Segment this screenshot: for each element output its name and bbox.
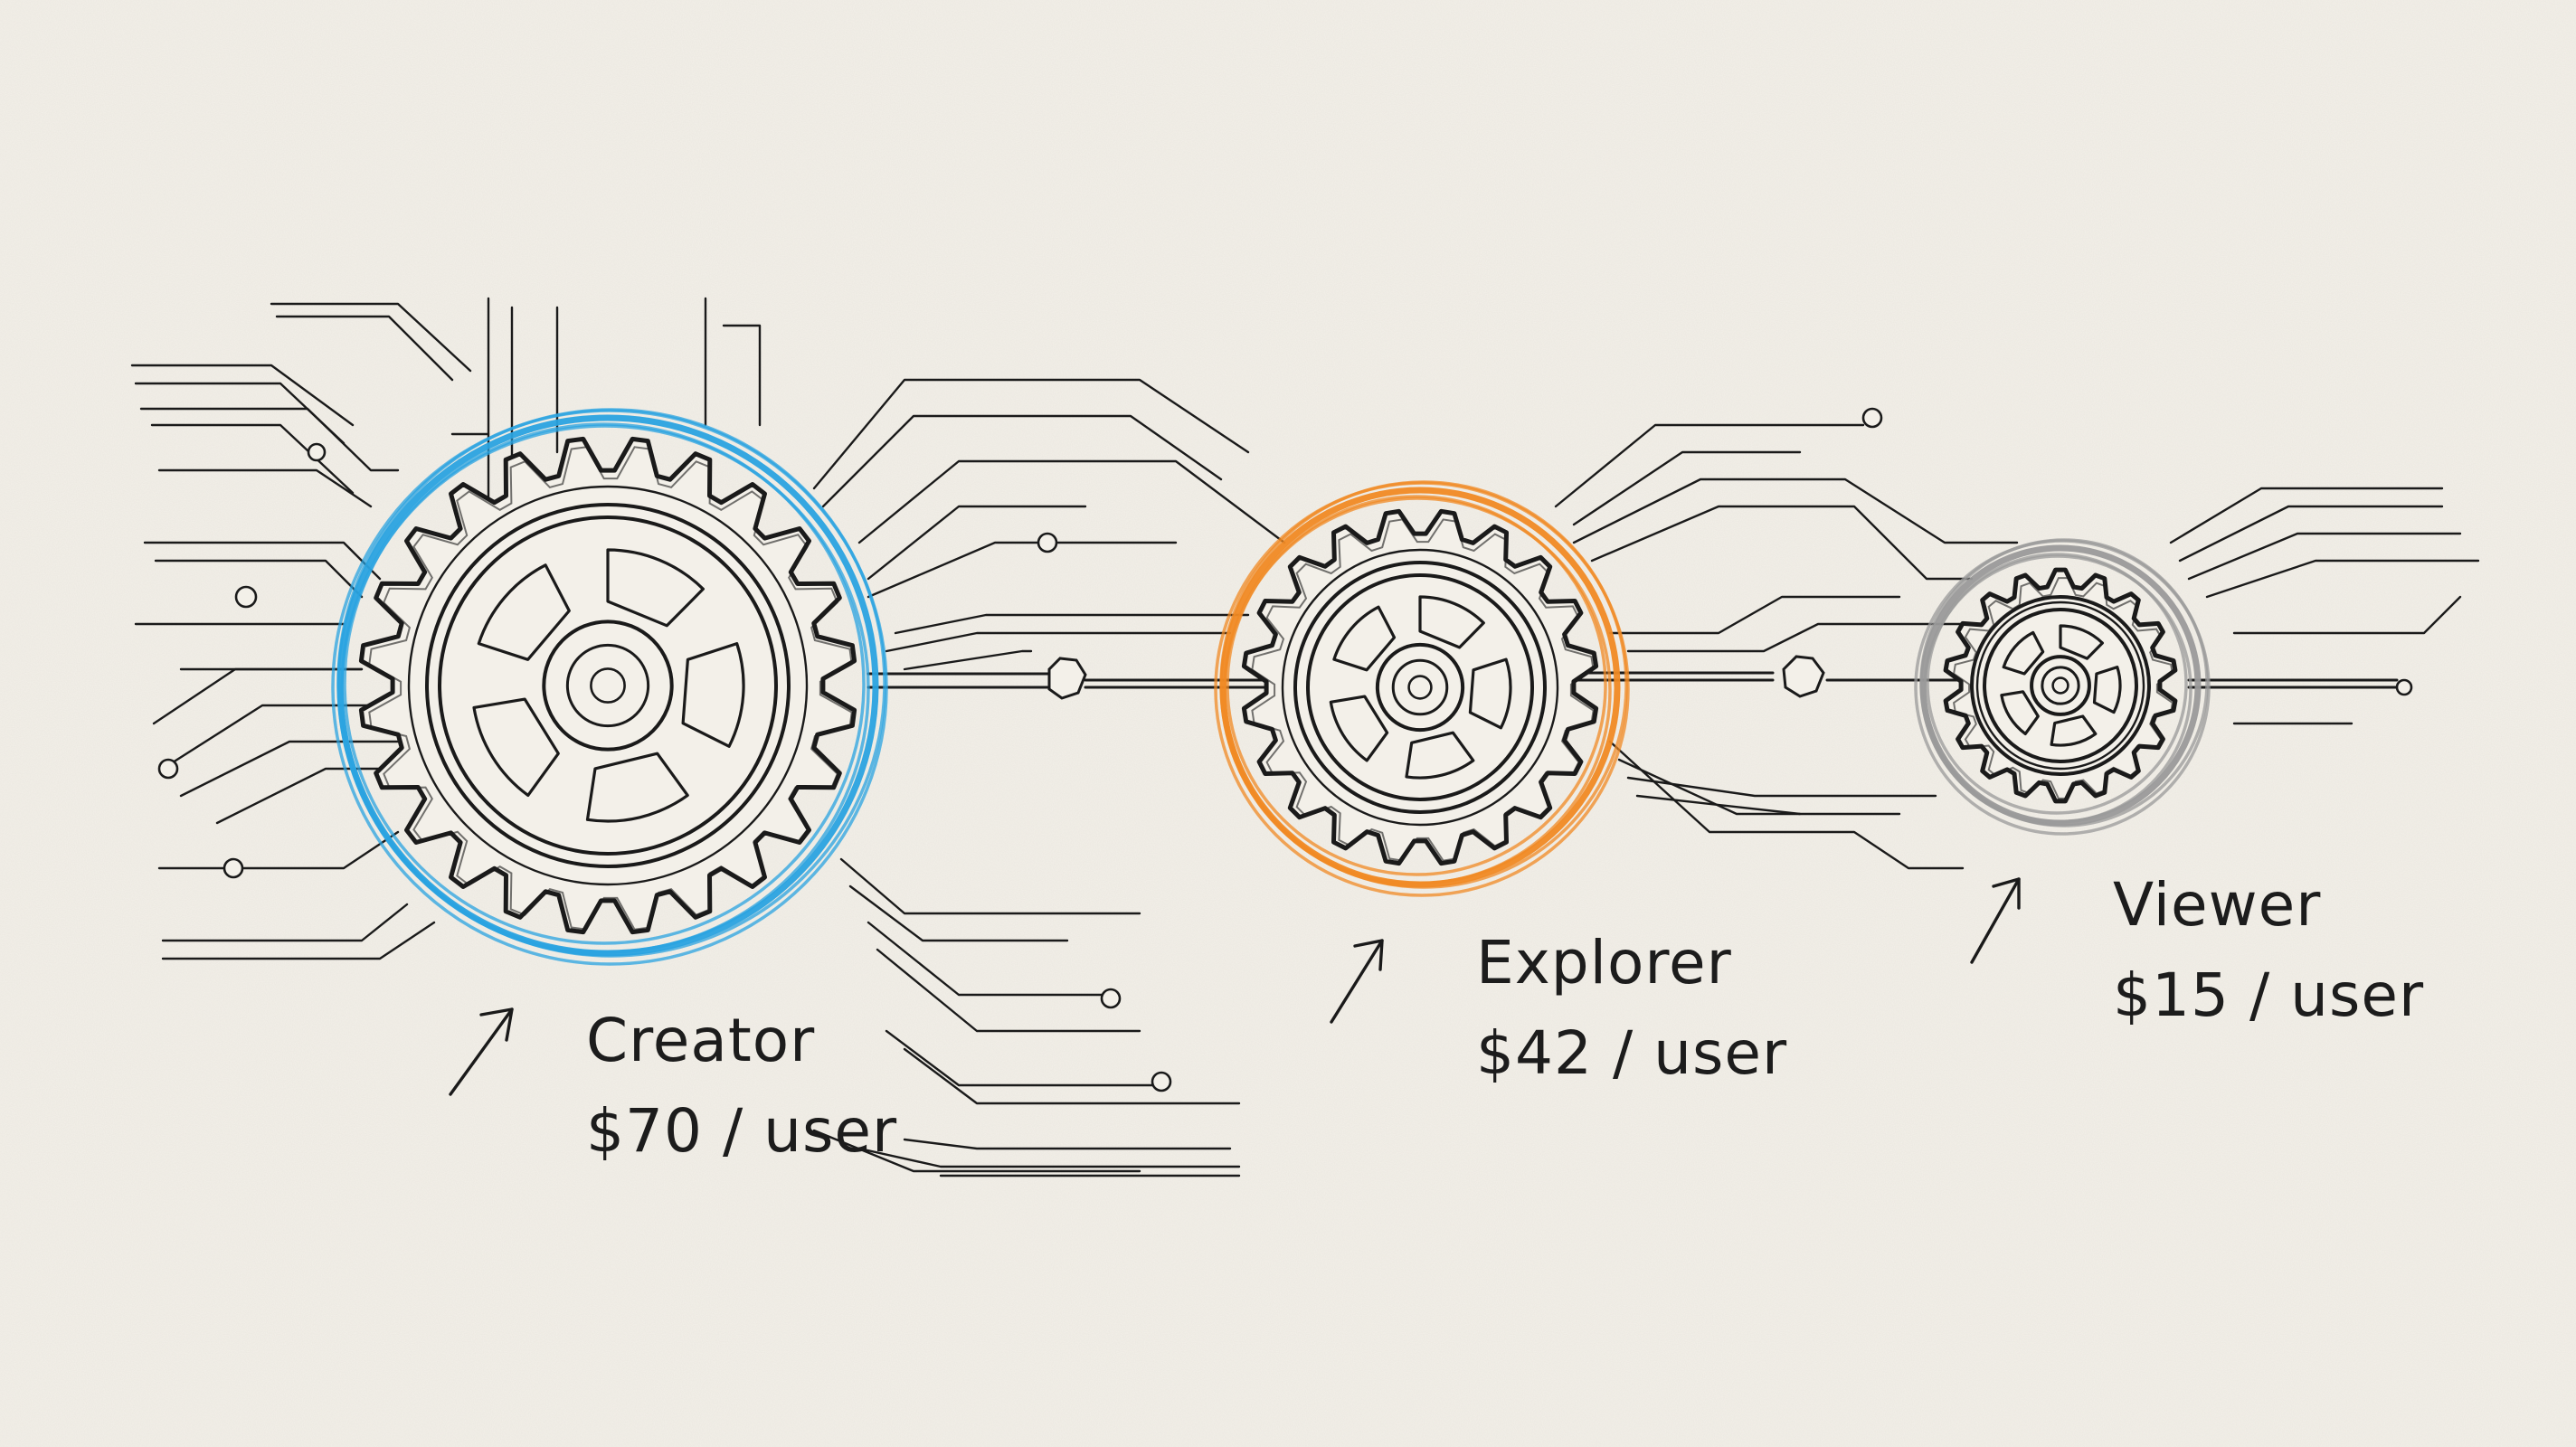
arrow-explorer-icon [1330, 939, 1384, 1024]
gear-window [2050, 714, 2098, 747]
tier-name: Creator [586, 1006, 816, 1075]
tier-name: Viewer [2113, 870, 2322, 940]
tier-price: $42 / user [1476, 1018, 1788, 1088]
junction-node [1782, 655, 1825, 698]
terminal-dot [223, 857, 244, 879]
gear-window [1332, 605, 1397, 672]
tier-name: Explorer [1476, 928, 1732, 998]
gear-window [1468, 657, 1512, 730]
terminal-dot [1100, 988, 1122, 1009]
tier-ring [1214, 480, 1630, 897]
pointer-arrows [449, 877, 2021, 1096]
tier-price: $70 / user [586, 1096, 898, 1166]
terminal-dot [1151, 1071, 1172, 1092]
medium-gear-icon [1214, 480, 1630, 897]
junction-node [1047, 657, 1087, 700]
gear-window [2092, 666, 2122, 714]
tier-ring [1914, 538, 2211, 836]
arrow-viewer-icon [1970, 877, 2021, 964]
tier-label-viewer: Viewer $15 / user [2113, 875, 2424, 1026]
arrow-creator-icon [449, 1007, 514, 1096]
gear-hub [542, 619, 674, 752]
gear-hub [1375, 642, 1465, 733]
tier-ring [331, 408, 888, 966]
gear-window [477, 563, 571, 661]
gear-window [472, 697, 560, 797]
gear-teeth-shadow [1953, 577, 2174, 799]
gear-group [331, 408, 2211, 966]
gear-window [2002, 630, 2045, 676]
trace-terminals [157, 407, 2413, 1092]
gear-hub [2030, 655, 2091, 716]
gear-window [2000, 690, 2040, 735]
small-gear-icon [1914, 538, 2211, 836]
gear-window [1405, 731, 1475, 780]
gear-window [585, 752, 689, 823]
gear-window [606, 548, 705, 628]
tier-label-explorer: Explorer $42 / user [1476, 933, 1787, 1083]
gear-window [2059, 624, 2104, 660]
tier-label-creator: Creator $70 / user [586, 1011, 897, 1161]
gear-window [1418, 595, 1485, 649]
terminal-dot [234, 585, 258, 609]
gear-window [681, 642, 745, 748]
gear-teeth-shadow [1251, 518, 1595, 862]
terminal-dot [307, 442, 327, 462]
terminal-dot [1861, 407, 1883, 429]
tier-price: $15 / user [2113, 960, 2425, 1030]
large-gear-icon [331, 408, 888, 966]
terminal-dot [157, 758, 179, 780]
gear-window [1329, 695, 1389, 762]
gear-teeth-shadow [368, 446, 853, 931]
junction-nodes [1047, 655, 1825, 700]
terminal-dot [1037, 532, 1058, 553]
terminal-dot [2395, 678, 2413, 696]
